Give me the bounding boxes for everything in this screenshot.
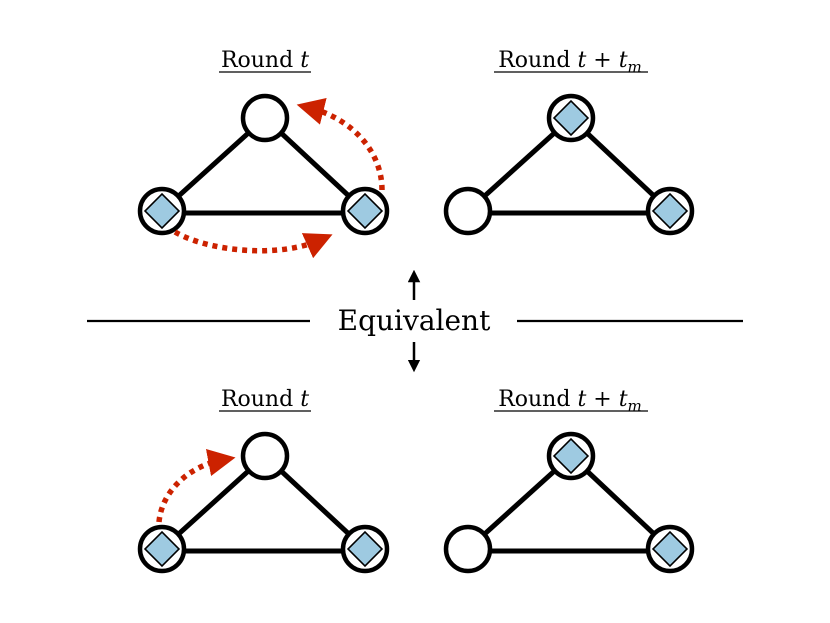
node-top <box>240 431 290 481</box>
move-arrow <box>173 229 333 259</box>
token-diamond <box>143 530 181 568</box>
panel-title: Round t + tm <box>498 48 642 76</box>
token-diamond <box>552 99 590 137</box>
equivalent-label: Equivalent <box>338 304 491 337</box>
equivalence-divider: Equivalent <box>87 269 743 373</box>
move-arrow <box>296 98 385 191</box>
token-diamond <box>346 530 384 568</box>
graph-triangle <box>443 93 695 236</box>
node-top <box>240 93 290 143</box>
panel-bottom-right: Round t + tm <box>443 387 695 574</box>
node-left <box>443 186 493 236</box>
token-diamond <box>651 192 689 230</box>
token-diamond <box>143 192 181 230</box>
node-left <box>443 524 493 574</box>
graph-triangle <box>137 93 390 236</box>
panel-top-right: Round t + tm <box>443 48 695 236</box>
move-arrow <box>156 449 236 523</box>
panel-bottom-left: Round t <box>137 387 390 574</box>
panel-title: Round t <box>221 48 309 73</box>
panel-top-left: Round t <box>137 48 390 259</box>
graph-triangle <box>137 431 390 574</box>
graph-triangle <box>443 431 695 574</box>
panel-title: Round t <box>221 387 309 412</box>
token-diamond <box>651 530 689 568</box>
token-diamond <box>346 192 384 230</box>
token-diamond <box>552 437 590 475</box>
